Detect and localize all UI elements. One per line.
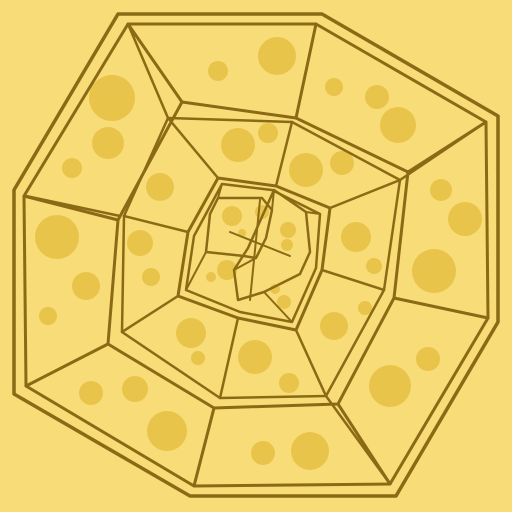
cheese-hole [412,249,456,293]
cheese-hole [217,260,237,280]
cheese-hole [72,272,100,300]
middle-to-inner-edge [218,316,240,400]
cheese-hole [291,432,329,470]
cheese-hole [221,128,255,162]
cheese-hole [280,222,296,238]
cheese-hole [62,158,82,178]
core-edge [229,231,291,257]
cheese-hole [222,206,242,226]
spoke-edge [324,394,392,486]
tesseract-wireframe [12,12,500,498]
cheese-hole [127,230,153,256]
cheese-hole [35,215,79,259]
cheese-hole [142,268,160,286]
outer-to-middle-edge [126,22,184,104]
cheese-hole [122,376,148,402]
cheese-hole [430,179,452,201]
core-edge [233,257,257,271]
middle-to-inner-edge [320,268,386,292]
outer-frame-outline [12,12,500,498]
cheese-hole [176,318,206,348]
cheese-hole [366,258,382,274]
cheese-hole [258,123,278,143]
cheese-hole [79,381,103,405]
cheese-hole [238,340,272,374]
spoke-edge [392,296,490,320]
middle-to-inner-edge [122,214,190,234]
middle-to-inner-edge [274,120,294,188]
spoke-edge [192,406,216,488]
spoke-edge [398,120,488,182]
cheese-hole [320,312,348,340]
cheese-hole [416,347,440,371]
cheese-hole [358,301,372,315]
cheese-hole [369,365,411,407]
spoke-edge [126,22,170,120]
core-edge [271,189,275,211]
cheese-hole [277,295,291,309]
middle-to-inner-edge [166,116,220,180]
cheese-hole [147,411,187,451]
cheese-hole [206,272,216,282]
cheese-hole [258,37,296,75]
spoke-edge [24,342,110,388]
spoke-edge [294,22,318,120]
cheese-hole [365,85,389,109]
cheese-hole [341,222,371,252]
cheese-holes [35,37,482,470]
cheese-hole [251,441,275,465]
inner-to-core-edge [263,291,293,323]
cheese-hole [289,153,323,187]
cheese-hole [448,202,482,236]
cheese-hole [191,351,205,365]
cheese-hole [380,107,416,143]
spoke-edge [24,194,122,218]
middle-to-inner-edge [294,328,328,398]
cheese-hole [281,239,293,251]
inner-to-core-edge [185,251,207,291]
cheese-hole [208,61,228,81]
cheese-hole [146,173,174,201]
cheese-hole [330,151,354,175]
cheese-hole [325,78,343,96]
middle-to-inner-edge [120,294,180,334]
cheese-hole [279,373,299,393]
core-edge [249,199,261,301]
cheese-hole [39,307,57,325]
middle-to-inner-edge [328,178,402,210]
inner-to-core-edge [217,183,223,199]
cheese-hole [89,75,135,121]
cheese-hole [92,127,124,159]
inner-to-core-edge [305,211,321,215]
